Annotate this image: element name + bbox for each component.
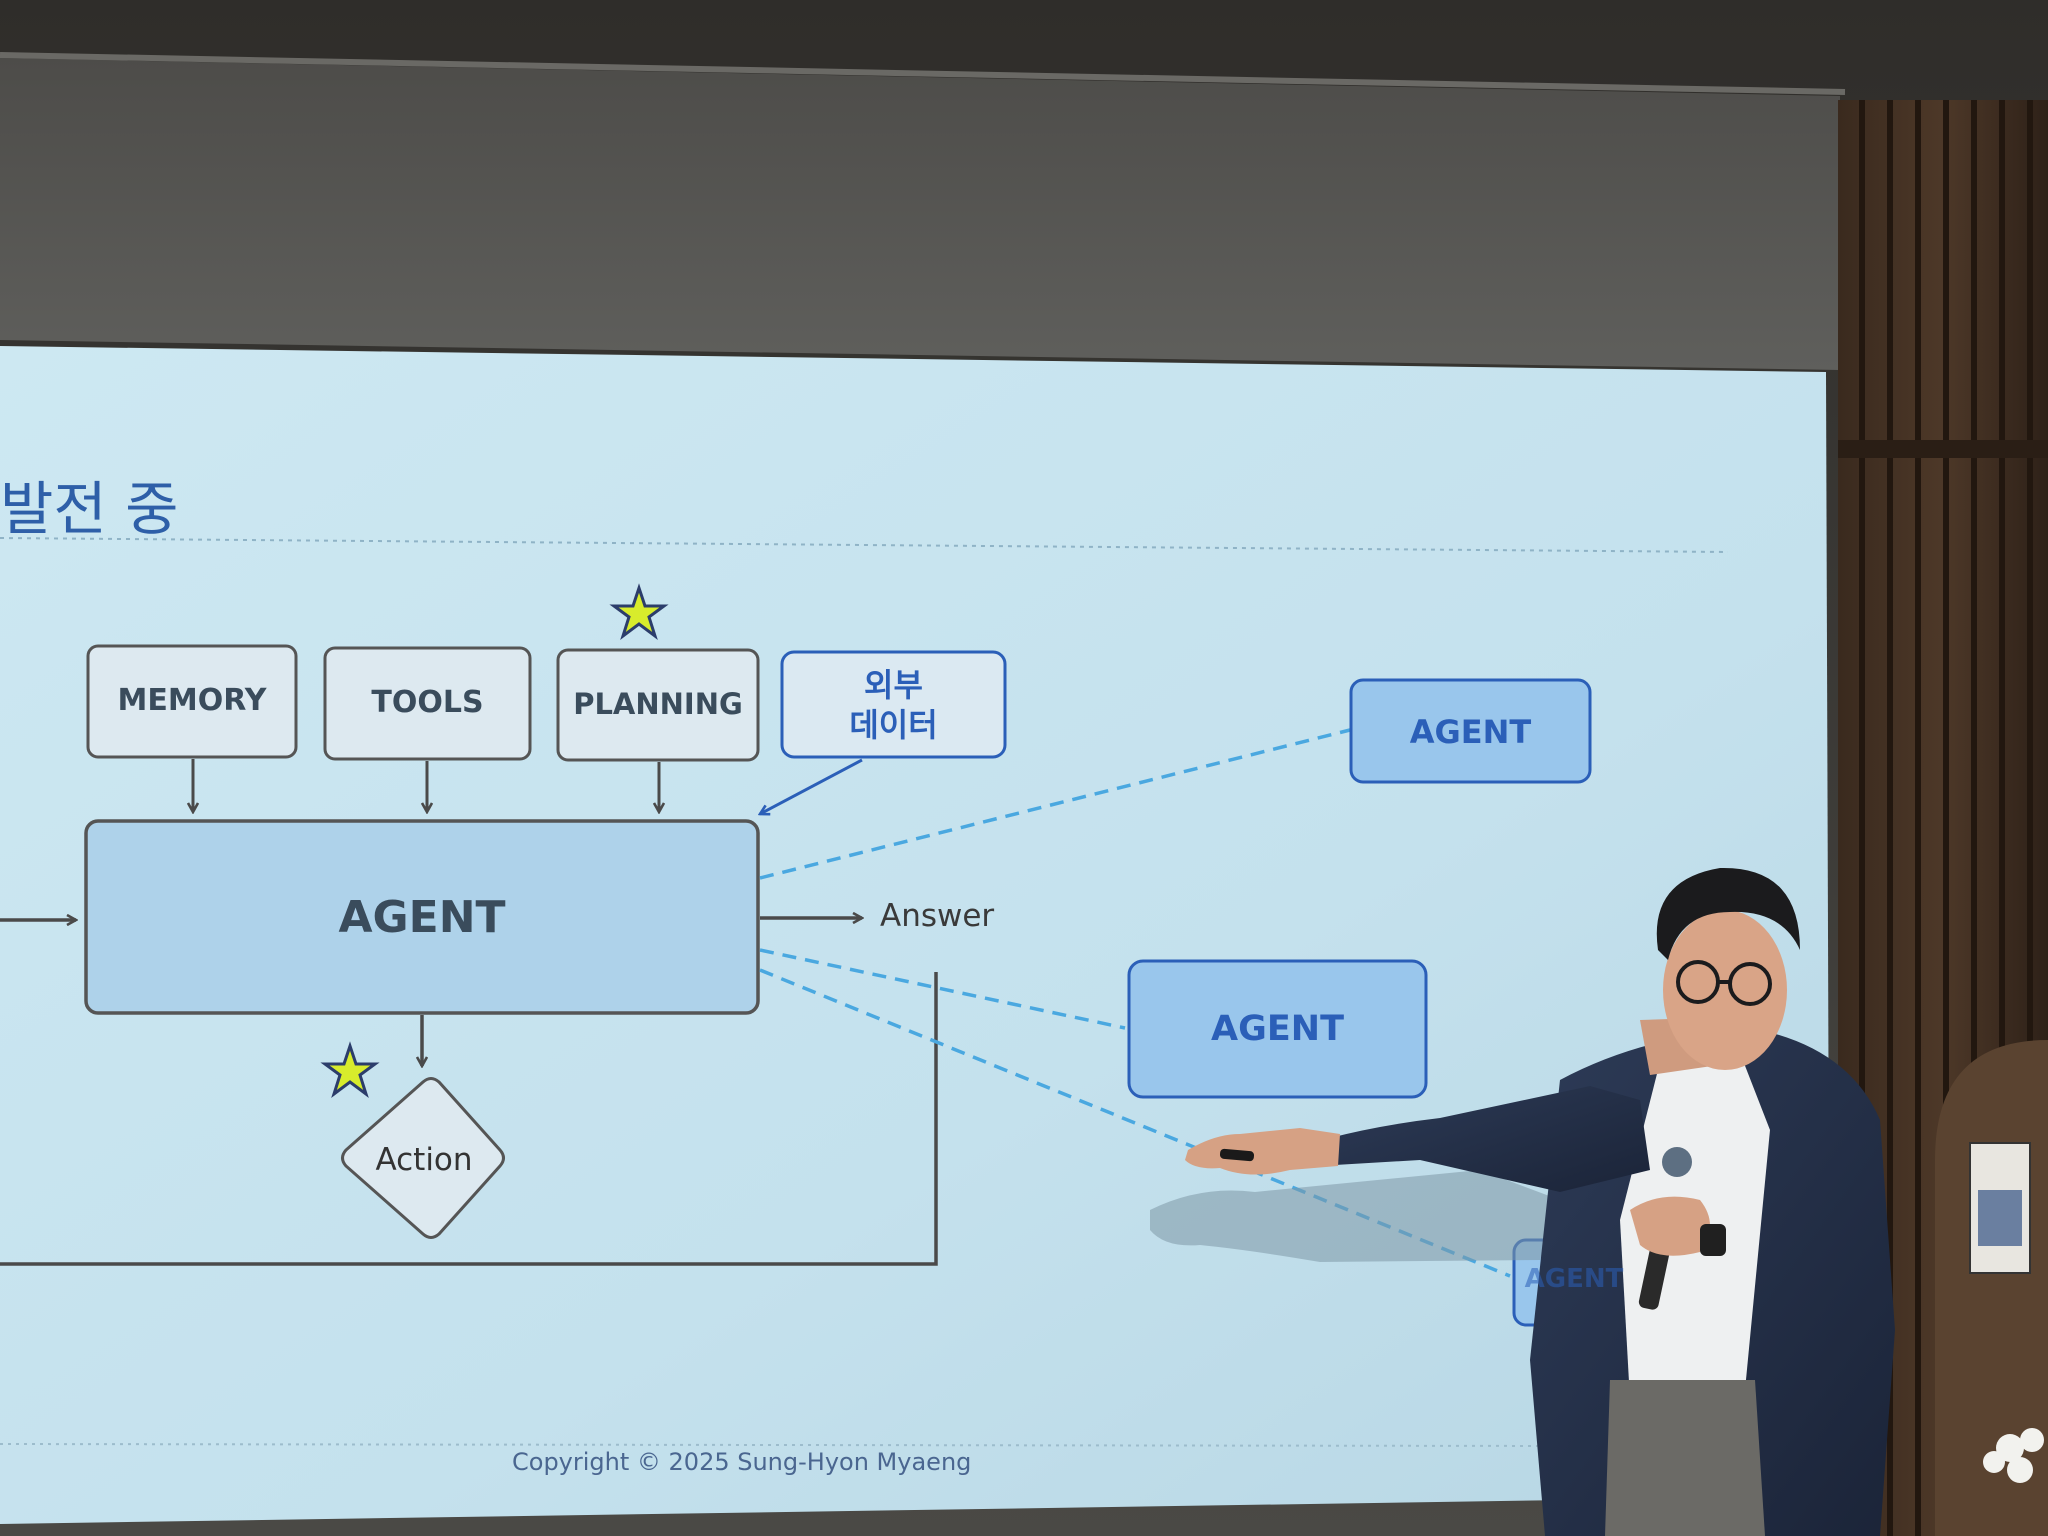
external-data-label-line2: 데이터 <box>849 706 938 744</box>
action-label: Action <box>375 1142 473 1178</box>
memory-label: MEMORY <box>117 683 267 718</box>
sub-agent-box-1 <box>1349 678 1592 784</box>
title-separator <box>0 537 1729 553</box>
sub-agent-label-3: AGENT <box>1524 1264 1624 1294</box>
star-icon <box>320 1041 380 1099</box>
planning-label: PLANNING <box>573 687 743 721</box>
sub-agent-label-1: AGENT <box>1409 713 1532 751</box>
sub-agent-label-2: AGENT <box>1211 1009 1344 1049</box>
copyright: Copyright © 2025 Sung-Hyon Myaeng <box>512 1448 972 1476</box>
flowers <box>1983 1428 2044 1483</box>
action-diamond <box>341 1077 505 1239</box>
memory-box <box>86 644 298 759</box>
planning-box <box>556 648 760 762</box>
tools-box <box>323 646 532 761</box>
wood-beam <box>1838 440 2048 458</box>
screen-top-edge <box>0 52 1846 95</box>
external-data-box <box>780 650 1007 759</box>
star-icon <box>609 583 669 641</box>
slide-title: 발전 중 <box>0 475 179 543</box>
external-data-label-line1: 외부 <box>864 666 923 704</box>
main-agent-label: AGENT <box>338 892 506 943</box>
arm-shadow <box>1150 1170 1560 1262</box>
main-agent-box <box>84 819 760 1015</box>
feedback-loop <box>0 972 938 1266</box>
presenter <box>1185 867 1895 1536</box>
answer-label: Answer <box>880 898 995 934</box>
screen-upper <box>0 58 1840 370</box>
book-cover-art <box>1978 1190 2022 1246</box>
tools-label: TOOLS <box>371 685 484 720</box>
external-data-arrow <box>760 758 863 814</box>
sub-agent-box-2 <box>1127 959 1428 1099</box>
